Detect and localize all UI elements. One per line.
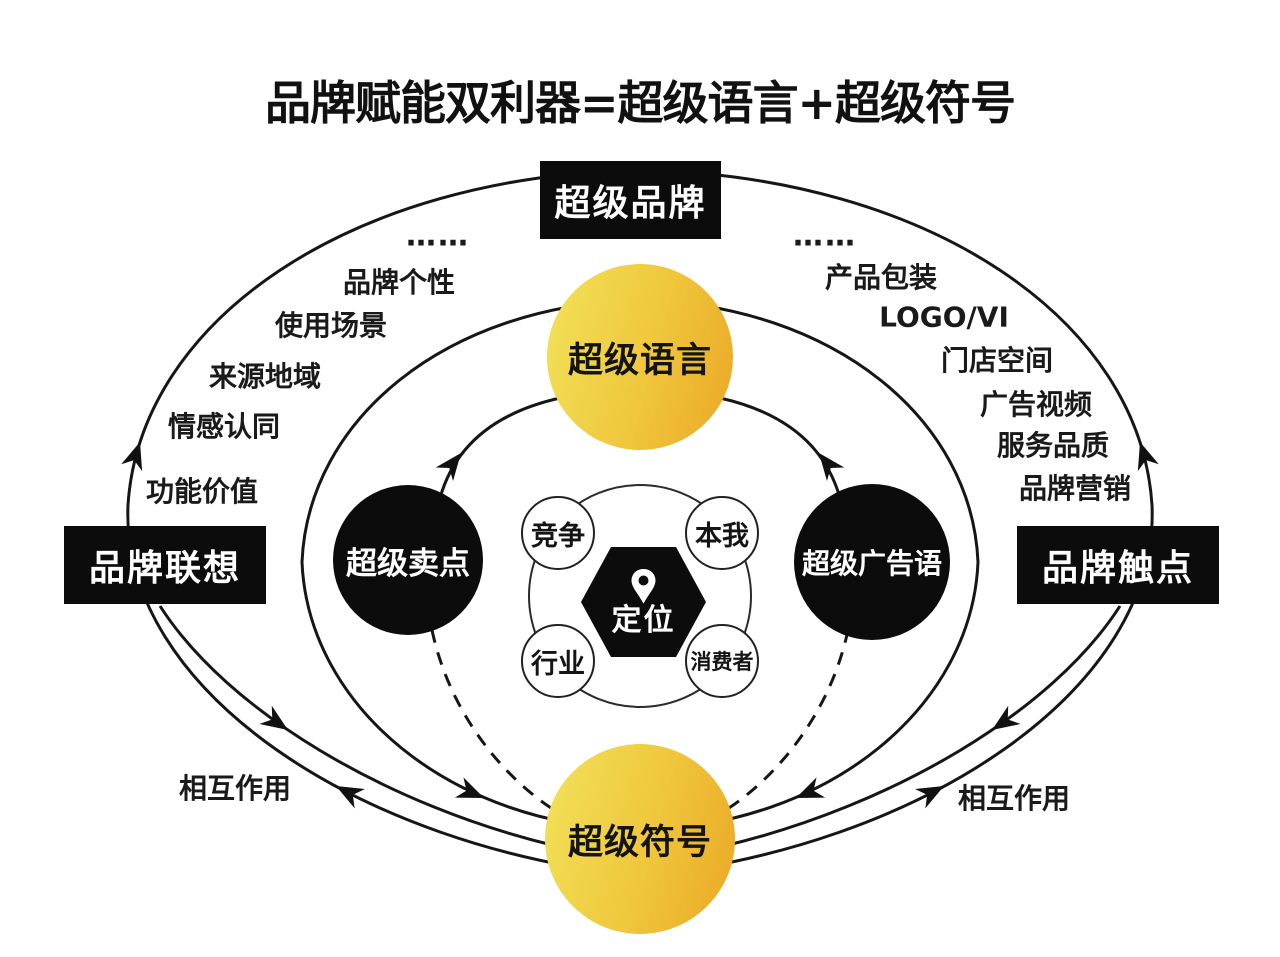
page-title: 品牌赋能双利器=超级语言+超级符号 [264,76,1016,130]
dashed-sellingpoint-to-symbol [430,629,555,812]
left-label-origin-region: 来源地域 [208,360,322,393]
positioning-cluster-ring [528,484,752,708]
right-label-product-packaging: 产品包装 [824,261,938,294]
flow-arrow [819,453,845,482]
flow-arrow [796,777,826,798]
positioning-hexagon: 定位 [581,547,706,657]
left-label-brand-personality: 品牌个性 [342,266,456,299]
node-super-symbol: 超级符号 [545,744,735,934]
right-label-logo-vi: LOGO/VI [879,300,1009,334]
interaction-label-right: 相互作用 [957,782,1071,815]
right-ellipsis: …… [793,218,857,254]
node-brand-touchpoints: 品牌触点 [1017,526,1219,604]
right-label-brand-marketing: 品牌营销 [1018,472,1132,505]
connector-slogan-to-language [719,396,842,499]
flow-arrow [435,453,461,482]
left-label-functional-value: 功能价值 [145,475,259,508]
flow-arrow [121,442,143,472]
node-super-brand-label: 超级品牌 [554,183,707,224]
center-circle-self: 本我 [685,496,759,570]
left-ellipsis: …… [406,218,470,254]
center-circle-competition: 竞争 [521,496,595,570]
node-super-language-label: 超级语言 [567,340,712,381]
node-brand-touchpoints-label: 品牌触点 [1041,548,1194,589]
node-super-slogan-label: 超级广告语 [801,547,942,580]
flow-arrow [1137,442,1159,472]
node-super-selling-point-label: 超级卖点 [346,545,470,582]
flow-arrow [992,705,1021,730]
node-brand-association-label: 品牌联想 [88,548,241,589]
interaction-label-left: 相互作用 [178,772,292,805]
right-label-store-space: 门店空间 [940,344,1054,377]
flow-arrow [259,705,288,730]
connector-sellingpoint-to-language [438,396,561,499]
center-circle-industry: 行业 [521,624,595,698]
node-super-slogan: 超级广告语 [794,484,950,640]
node-super-selling-point: 超级卖点 [333,485,483,635]
consumer-label: 消费者 [690,650,754,674]
location-pin-icon [631,568,656,603]
self-label: 本我 [695,520,749,552]
dashed-slogan-to-symbol [725,629,850,812]
center-circle-consumer: 消费者 [685,624,759,698]
flow-arrow [336,786,366,809]
node-super-symbol-label: 超级符号 [567,822,712,863]
right-label-service-quality: 服务品质 [996,429,1110,462]
industry-label: 行业 [531,648,585,680]
positioning-label: 定位 [611,602,676,638]
node-super-brand: 超级品牌 [540,161,721,239]
right-label-ad-video: 广告视频 [979,388,1093,421]
competition-label: 竞争 [531,520,585,552]
left-label-emotional-identity: 情感认同 [167,410,281,443]
left-label-usage-scenario: 使用场景 [274,309,388,342]
node-brand-association: 品牌联想 [64,526,266,604]
node-super-language: 超级语言 [547,264,733,450]
connector-association-to-symbol [158,605,557,848]
flow-arrow [454,777,484,798]
flow-arrow [914,786,944,809]
connector-touchpoints-to-symbol [723,605,1122,848]
